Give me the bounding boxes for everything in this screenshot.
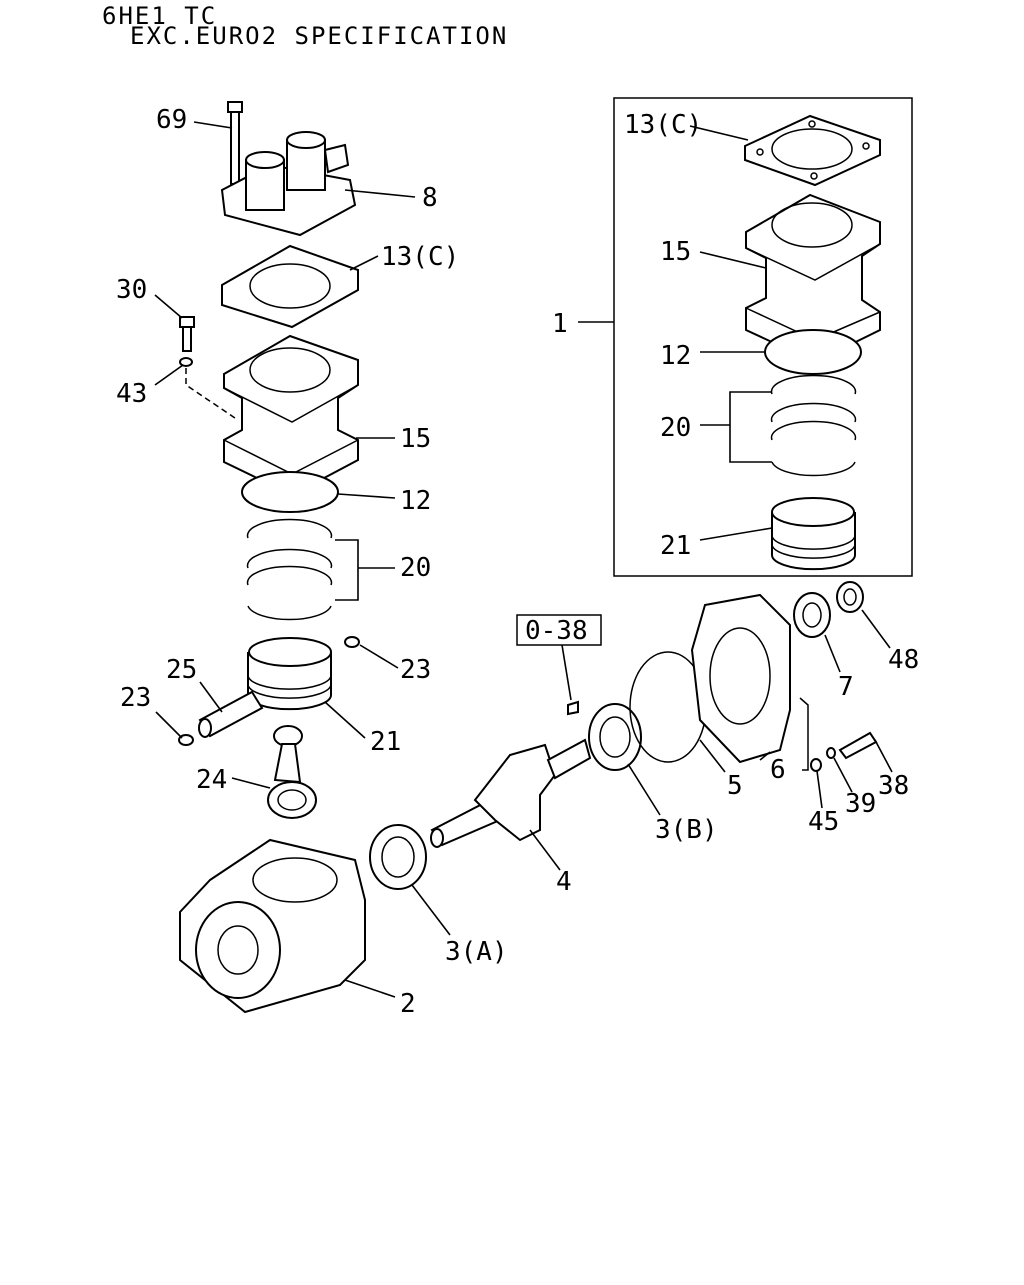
label-38[interactable]: 38 xyxy=(878,771,909,801)
bearing-3b[interactable] xyxy=(588,703,642,771)
snap-ring-23-right[interactable] xyxy=(344,636,360,648)
cover-bolt-bracket xyxy=(799,697,809,771)
gasket-13c[interactable] xyxy=(221,244,359,329)
label-5[interactable]: 5 xyxy=(727,771,743,801)
label-3b[interactable]: 3(B) xyxy=(655,815,718,845)
bolt-69[interactable] xyxy=(227,101,243,185)
label-45[interactable]: 45 xyxy=(808,807,839,837)
piston-pin-25[interactable] xyxy=(198,690,264,738)
label-4[interactable]: 4 xyxy=(556,867,572,897)
woodruff-key[interactable] xyxy=(567,700,579,716)
label-23-right[interactable]: 23 xyxy=(400,655,431,685)
ring-48[interactable] xyxy=(836,581,864,613)
spec-subtitle: EXC.EURO2 SPECIFICATION xyxy=(130,22,508,50)
label-25[interactable]: 25 xyxy=(166,655,197,685)
crankshaft-4[interactable] xyxy=(430,738,592,848)
box-piston-21[interactable] xyxy=(771,497,856,571)
label-12-box[interactable]: 12 xyxy=(660,341,691,371)
model-title: 6HE1 TC xyxy=(102,2,217,30)
cylinder-head-8[interactable] xyxy=(220,131,357,237)
washer-43[interactable] xyxy=(179,357,193,367)
box-ring-12[interactable] xyxy=(764,329,862,375)
label-39[interactable]: 39 xyxy=(845,789,876,819)
label-21-box[interactable]: 21 xyxy=(660,531,691,561)
washer-39[interactable] xyxy=(826,747,836,759)
ref-box-label[interactable]: 0-38 xyxy=(525,616,588,646)
label-15-box[interactable]: 15 xyxy=(660,237,691,267)
label-23-left[interactable]: 23 xyxy=(120,683,151,713)
label-1[interactable]: 1 xyxy=(552,309,568,339)
label-69[interactable]: 69 xyxy=(156,105,187,135)
bolt-30[interactable] xyxy=(179,316,195,352)
box-gasket-13c[interactable] xyxy=(744,114,881,187)
label-6[interactable]: 6 xyxy=(770,755,786,785)
connecting-rod-24[interactable] xyxy=(267,725,317,819)
label-15-left[interactable]: 15 xyxy=(400,424,431,454)
label-24[interactable]: 24 xyxy=(196,765,227,795)
cylinder-liner-15[interactable] xyxy=(223,334,359,497)
label-3a[interactable]: 3(A) xyxy=(445,937,508,967)
kit-box-frame xyxy=(613,97,913,577)
crankcase-2[interactable] xyxy=(179,838,366,1014)
bearing-3a[interactable] xyxy=(369,824,427,890)
box-piston-rings-20[interactable] xyxy=(770,374,857,477)
leader-lines xyxy=(154,121,893,998)
ref-box-frame xyxy=(516,614,602,646)
label-7[interactable]: 7 xyxy=(838,672,854,702)
label-2[interactable]: 2 xyxy=(400,989,416,1019)
washer-45[interactable] xyxy=(810,758,822,772)
label-21-left[interactable]: 21 xyxy=(370,727,401,757)
label-43[interactable]: 43 xyxy=(116,379,147,409)
assembly-leader-dashed xyxy=(185,368,239,421)
label-20-left[interactable]: 20 xyxy=(400,553,431,583)
label-48[interactable]: 48 xyxy=(888,645,919,675)
label-13c-box[interactable]: 13(C) xyxy=(624,110,702,140)
oil-seal-7[interactable] xyxy=(793,592,831,638)
label-20-box[interactable]: 20 xyxy=(660,413,691,443)
label-12-left[interactable]: 12 xyxy=(400,486,431,516)
label-13c-left[interactable]: 13(C) xyxy=(381,242,459,272)
ring-12[interactable] xyxy=(241,471,339,513)
bearing-cover-6[interactable] xyxy=(690,593,791,764)
bolt-38[interactable] xyxy=(838,731,878,760)
label-30[interactable]: 30 xyxy=(116,275,147,305)
piston-21[interactable] xyxy=(247,637,332,711)
label-8[interactable]: 8 xyxy=(422,183,438,213)
piston-rings-20[interactable] xyxy=(246,518,333,621)
